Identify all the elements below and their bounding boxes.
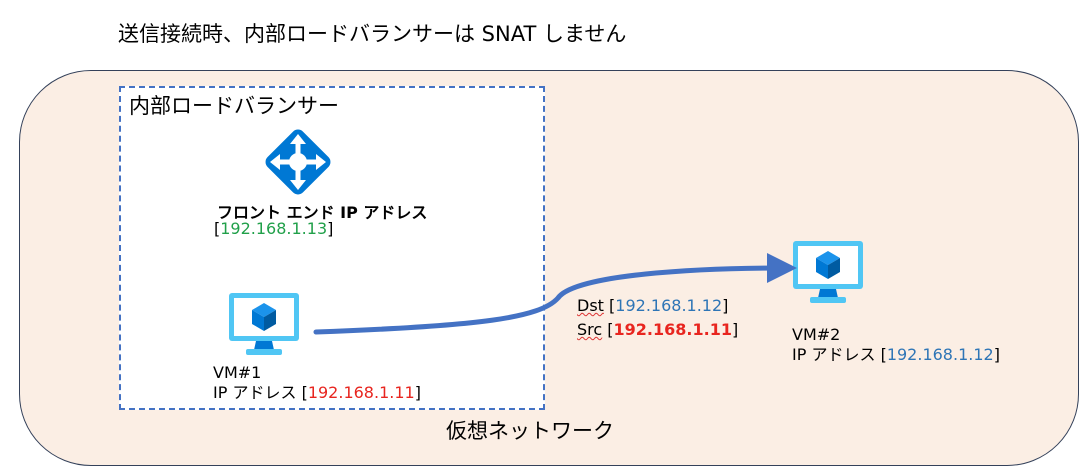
virtual-machine-icon [793, 241, 863, 303]
packet-dst-ip: 192.168.1.12 [615, 296, 723, 315]
load-balancer-boundary [119, 86, 545, 410]
packet-src: Src [192.168.1.11] [577, 320, 739, 339]
vm1-label: VM#1 IP アドレス [192.168.1.11] [213, 363, 421, 403]
load-balancer-icon [265, 129, 331, 195]
vm1-ip-address: 192.168.1.11 [307, 383, 415, 402]
vm2-ip: IP アドレス [192.168.1.12] [792, 345, 1000, 364]
packet-src-ip: 192.168.1.11 [613, 320, 732, 339]
packet-header: Dst [192.168.1.12] Src [192.168.1.11] [577, 294, 738, 342]
vm2-name: VM#2 [792, 325, 841, 344]
load-balancer-title: 内部ロードバランサー [129, 94, 339, 118]
vm2-label: VM#2 IP アドレス [192.168.1.12] [792, 325, 1000, 365]
frontend-ip-label: フロント エンド IP アドレス [217, 203, 428, 222]
packet-dst: Dst [192.168.1.12] [577, 296, 729, 315]
vm2-ip-address: 192.168.1.12 [886, 345, 994, 364]
diagram-title: 送信接続時、内部ロードバランサーは SNAT しません [118, 22, 627, 46]
virtual-network-label: 仮想ネットワーク [446, 419, 614, 443]
virtual-machine-icon [229, 293, 299, 355]
frontend-ip-value: [192.168.1.13] [214, 219, 334, 238]
frontend-ip-address: 192.168.1.13 [220, 219, 328, 238]
vm1-name: VM#1 [213, 363, 262, 382]
vm1-ip: IP アドレス [192.168.1.11] [213, 383, 421, 402]
